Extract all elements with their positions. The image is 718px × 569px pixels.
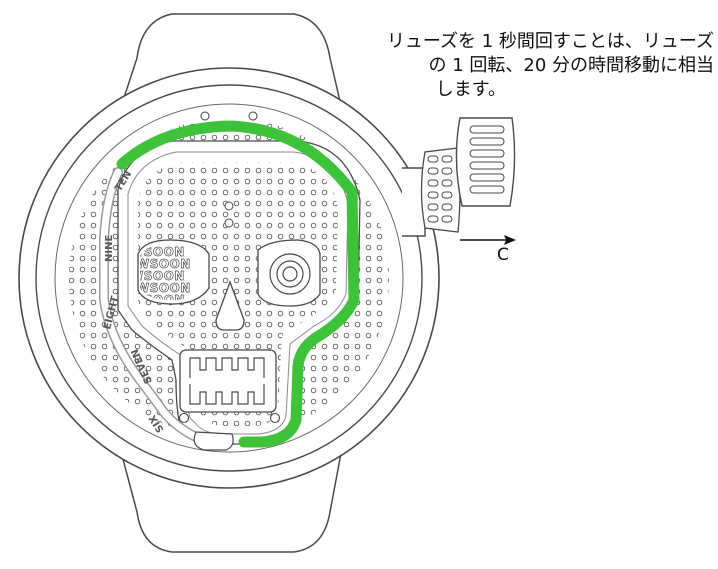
eye-text-row-5: WSOON bbox=[130, 293, 185, 307]
hour-track-left-inner bbox=[100, 168, 218, 448]
eye-text-rows: WSOON WSOON WSOON WSOON WSOON bbox=[130, 245, 191, 307]
forehead-dot-2 bbox=[224, 218, 234, 228]
eye-text-row-4: WSOON bbox=[136, 281, 191, 295]
hour-label-nine: NINE bbox=[104, 235, 115, 262]
instruction-line-3: します。 bbox=[435, 79, 506, 100]
teeth-lower bbox=[189, 384, 265, 405]
forehead-dot-1 bbox=[224, 201, 234, 211]
top-hole-right bbox=[248, 111, 258, 121]
instruction-line-1: リューズを 1 秒間回すことは、リューズ bbox=[386, 31, 714, 52]
eye-text-row-2: WSOON bbox=[136, 257, 191, 271]
right-eye-gear-inner bbox=[282, 266, 298, 282]
teeth-upper bbox=[189, 357, 265, 378]
screw-right bbox=[269, 412, 281, 424]
nose bbox=[215, 280, 245, 331]
screw-left bbox=[178, 412, 190, 424]
top-hole-left bbox=[200, 111, 210, 121]
instruction-text: リューズを 1 秒間回すことは、リューズ の 1 回転、20 分の時間移動に相当… bbox=[352, 30, 714, 102]
left-eye-socket bbox=[137, 239, 210, 305]
dial-ring bbox=[54, 103, 404, 453]
instruction-line-2: の 1 回転、20 分の時間移動に相当 bbox=[428, 55, 714, 76]
eye-text-pattern: WSOON WSOON WSOON WSOON WSOON bbox=[130, 245, 191, 307]
eye-text-row-1: WSOON bbox=[130, 245, 185, 259]
eye-text-row-3: WSOON bbox=[130, 269, 185, 283]
highlight-track bbox=[116, 120, 360, 448]
hour-hand bbox=[193, 431, 234, 451]
crown-illustration bbox=[420, 117, 516, 233]
direction-label: C bbox=[497, 245, 509, 265]
mouth-frame bbox=[179, 349, 277, 413]
direction-arrow-head bbox=[504, 235, 516, 245]
